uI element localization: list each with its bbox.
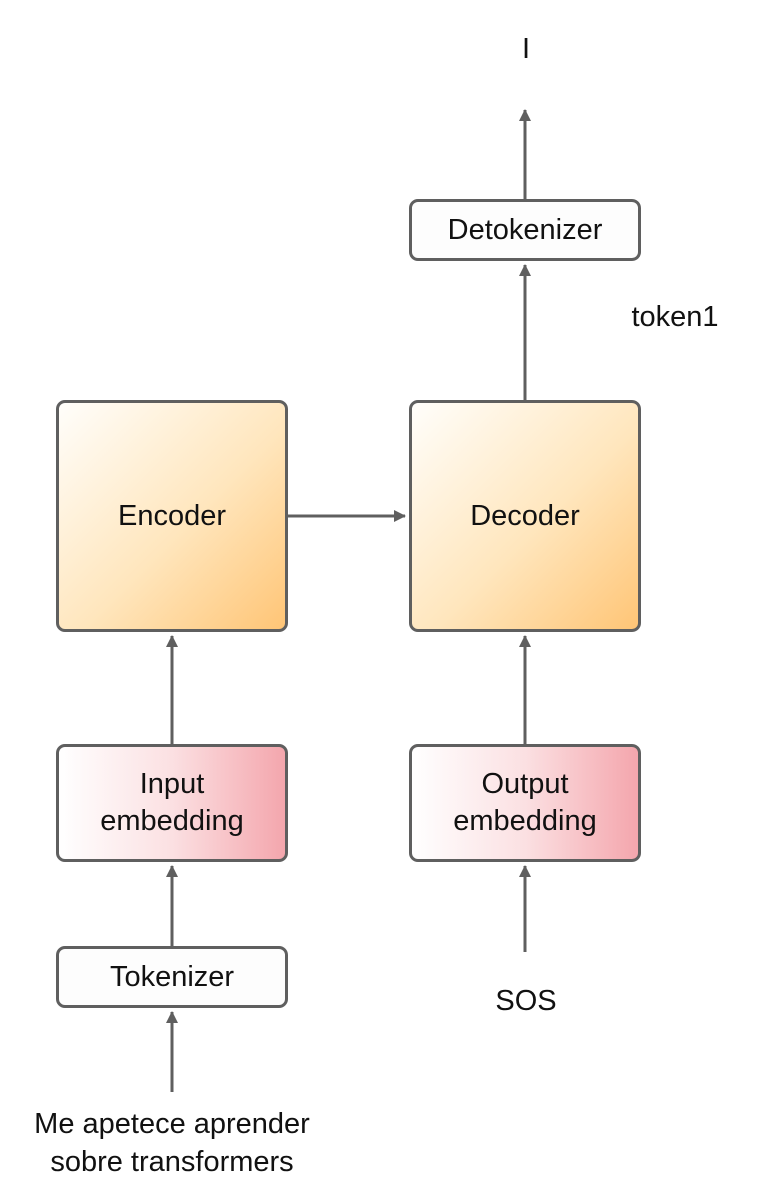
input-embedding-box: Input embedding [56, 744, 288, 862]
detokenizer-label: Detokenizer [447, 213, 603, 246]
detokenizer-box: Detokenizer [409, 199, 641, 261]
encoder-label: Encoder [117, 499, 226, 532]
sos-token: SOS [495, 985, 557, 1017]
input-sentence-line-2: sobre transformers [50, 1146, 294, 1178]
tokenizer-label: Tokenizer [109, 960, 235, 993]
output-token: I [521, 33, 531, 65]
input-sentence-line-1: Me apetece aprender [34, 1108, 310, 1140]
input-embedding-label-line-1: Input [139, 768, 205, 800]
decoder-box: Decoder [409, 400, 641, 632]
input-embedding-label-line-2: embedding [100, 805, 244, 837]
input-sentence: Me apetece aprender sobre transformers [0, 1105, 344, 1181]
encoder-box: Encoder [56, 400, 288, 632]
decoder-label: Decoder [470, 499, 580, 532]
intermediate-token-label: token1 [631, 301, 719, 333]
output-embedding-label-line-2: embedding [453, 805, 597, 837]
output-embedding-label-line-1: Output [481, 768, 569, 800]
output-embedding-box: Output embedding [409, 744, 641, 862]
tokenizer-box: Tokenizer [56, 946, 288, 1008]
